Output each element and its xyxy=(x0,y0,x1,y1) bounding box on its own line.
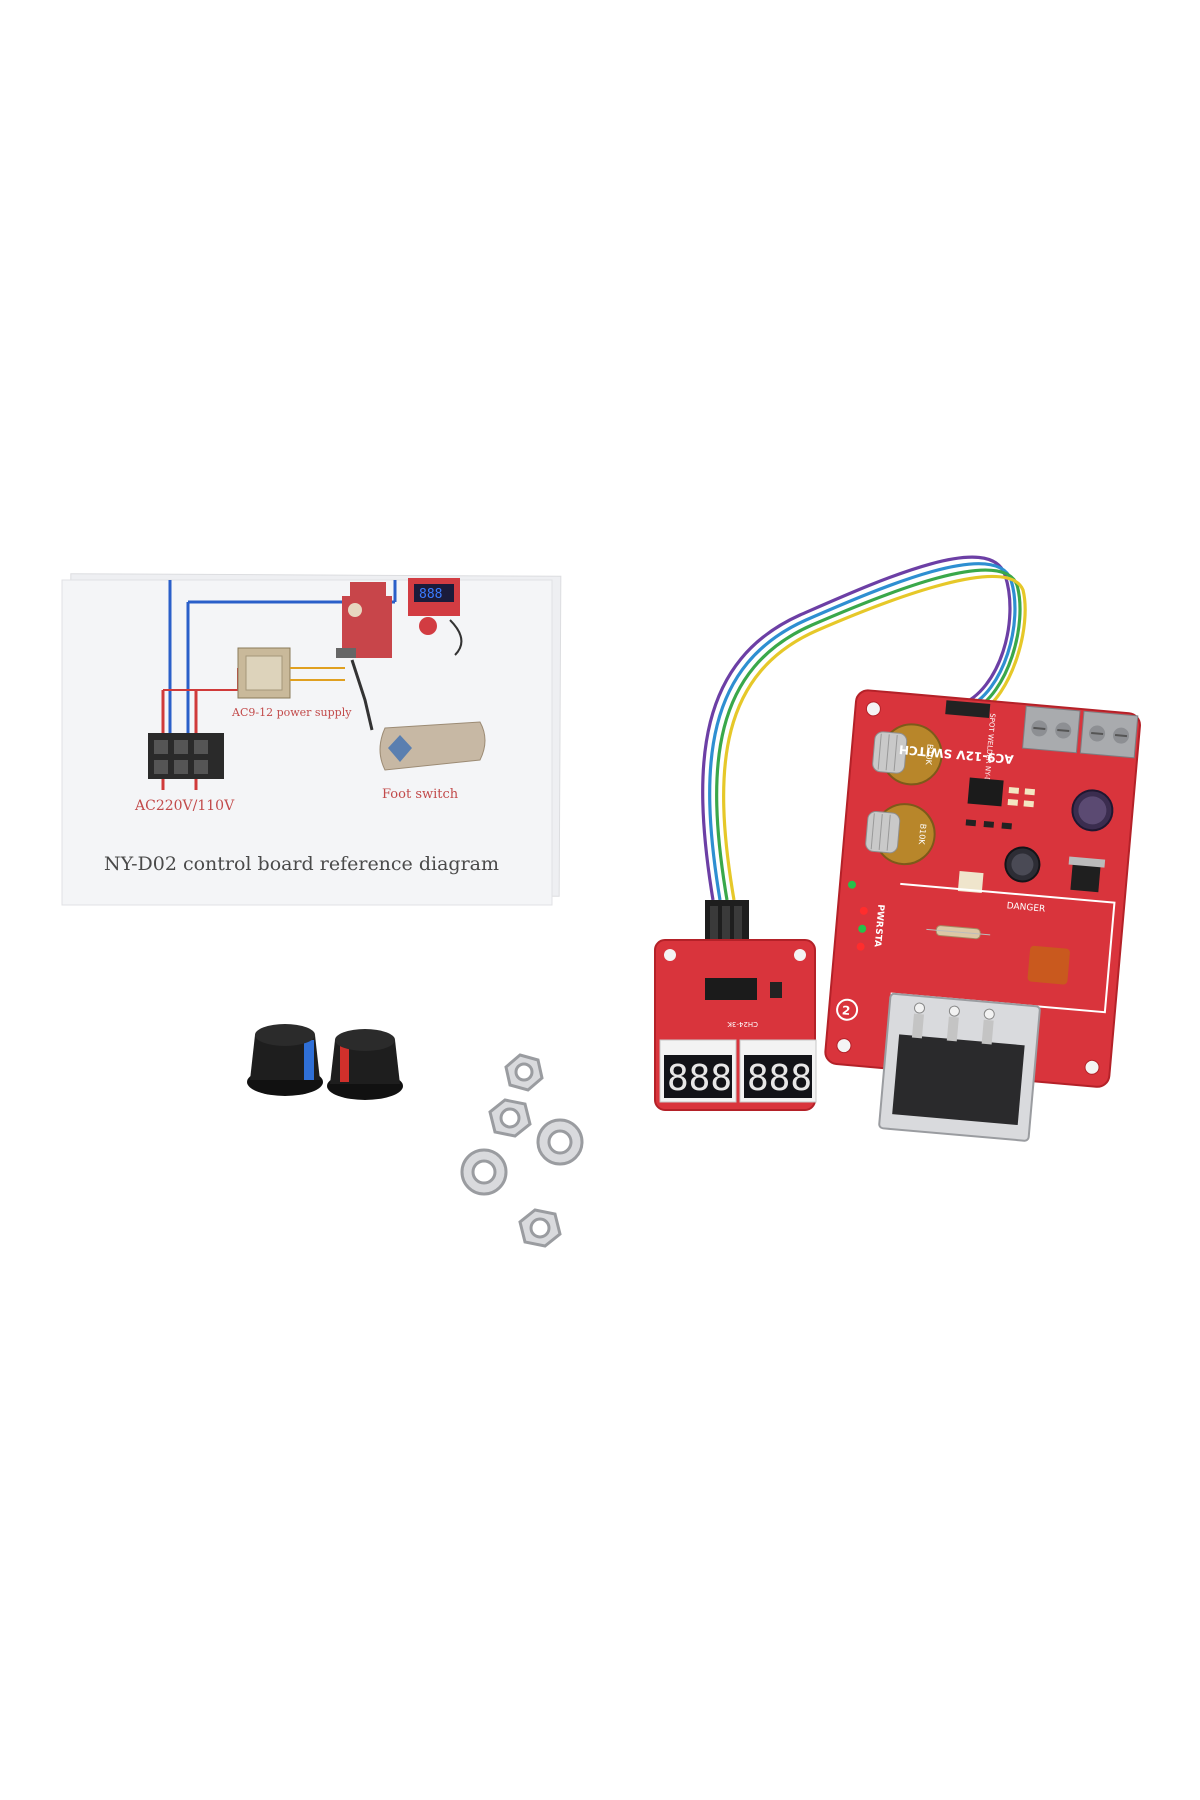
danger-label: DANGER xyxy=(1006,901,1045,914)
terminal-block-left xyxy=(1022,705,1081,754)
foot-switch-label: Foot switch xyxy=(382,787,459,802)
section-number-text: 2 xyxy=(841,1003,851,1018)
film-capacitor xyxy=(1027,945,1070,985)
section-number xyxy=(836,998,859,1021)
triac-heatsink xyxy=(878,992,1041,1142)
led-label-pwr: PWR xyxy=(873,904,885,928)
segment-digits-left: 888 xyxy=(667,1058,732,1099)
display-board-model: CH24-3K xyxy=(727,1020,758,1028)
knob-blue xyxy=(247,1024,323,1096)
display-board: 888 888 CH24-3K xyxy=(654,900,817,1111)
power-supply-label: AC9-12 power supply xyxy=(231,706,352,719)
diagram-display-board: 888 xyxy=(408,578,460,635)
status-leds xyxy=(848,880,868,951)
diagram-control-board xyxy=(336,582,392,658)
ribbon-header xyxy=(945,700,991,719)
reference-manual: 888 AC9-12 power supply Foot switch AC22… xyxy=(61,573,562,906)
manual-caption: NY-D02 control board reference diagram xyxy=(104,853,499,875)
mains-voltage-label: AC220V/110V xyxy=(134,798,235,814)
knob-red xyxy=(327,1029,403,1100)
hardware-nuts-washers xyxy=(460,1053,584,1248)
optocoupler xyxy=(957,871,984,894)
transformer xyxy=(237,647,345,699)
terminal-block-right xyxy=(1079,710,1139,759)
terminal-block xyxy=(148,733,224,779)
capacitor-small xyxy=(1004,846,1041,883)
main-control-board: B10K B10K AC9-12V SWITCH SPOT WELDER NY-… xyxy=(824,689,1141,1142)
wiring-diagram: 888 xyxy=(148,578,486,790)
driver-ic xyxy=(705,978,757,1000)
potentiometer-bottom[interactable] xyxy=(864,801,937,867)
capacitor-large xyxy=(1071,789,1114,832)
potentiometer-top[interactable] xyxy=(871,721,944,787)
segment-digits-right: 888 xyxy=(747,1058,812,1099)
foot-switch-illustration xyxy=(379,721,486,771)
ribbon-cable xyxy=(701,555,1027,901)
pot-value-bottom: B10K xyxy=(917,823,928,845)
segment-display-left: 888 xyxy=(659,1039,737,1103)
voltage-regulator xyxy=(1070,863,1101,893)
ic-chip xyxy=(967,777,1004,807)
segment-display-right: 888 xyxy=(739,1039,817,1103)
led-label-sta: STA xyxy=(872,928,884,948)
pot-value-top: B10K xyxy=(924,744,935,766)
svg-text:888: 888 xyxy=(419,587,442,602)
